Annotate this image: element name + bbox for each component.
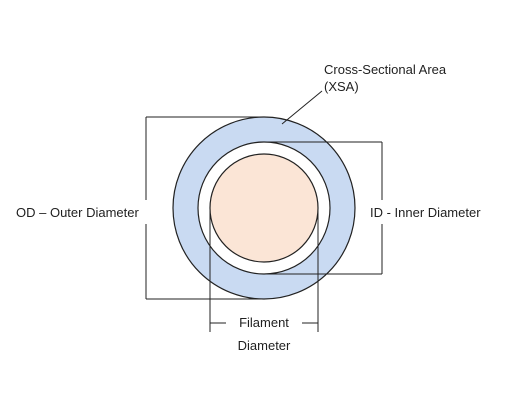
inner-diameter-bracket (264, 141, 383, 275)
filament-circle (209, 153, 319, 263)
filament-diameter-label-line2: Diameter (238, 338, 291, 353)
xsa-leader-line (281, 90, 323, 125)
xsa-label-line1: Cross-Sectional Area (324, 62, 447, 77)
inner-diameter-label: ID - Inner Diameter (370, 205, 481, 220)
outer-diameter-label: OD – Outer Diameter (16, 205, 139, 220)
filament-diameter-bracket (209, 208, 319, 332)
xsa-label-line2: (XSA) (324, 79, 359, 94)
filament-diameter-label-line1: Filament (239, 315, 289, 330)
outer-diameter-bracket (145, 116, 264, 300)
